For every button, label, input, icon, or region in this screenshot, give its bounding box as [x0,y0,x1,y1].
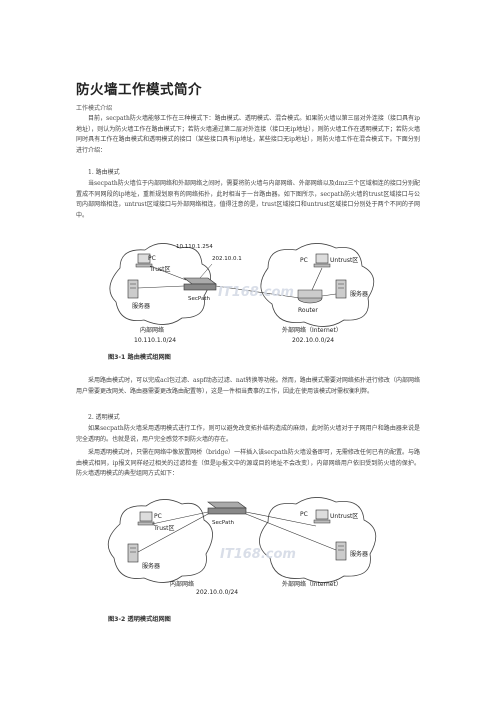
transparent-mode-diagram: PC Trust区 服务器 SecPath PC U [100,488,400,606]
outer-net-label: 外部网络（Internet） [282,326,342,334]
untrust-zone-label: Untrust区 [330,257,358,264]
ip-top-left: 10.110.1.254 [176,244,213,250]
untrust-zone-label-2: Untrust区 [330,513,358,520]
transparent-mode-paragraph: 如果secpath防火墙采用透明模式进行工作，则可以避免改变拓扑结构造成的麻烦，… [76,425,420,443]
server-left-label-2: 服务器 [142,562,160,570]
server-right-label-2: 服务器 [350,550,368,558]
route-mode-paragraph: 当secpath防火墙位于内部网络和外部网络之间时，需要将防火墙与内部网络、外部… [76,180,420,219]
inner-net-label: 内部网络 [140,326,164,334]
untrust-cloud [260,243,375,327]
route-mode-notes: 采用路由模式时，可以完成acl包过滤、aspf动态过滤、nat转换等功能。然而，… [76,377,420,395]
outer-net-label-2: 外部网络（Internet） [282,580,342,588]
route-mode-diagram: PC Trust区 服务器 10.110.1.254 202.10.0.1 Se… [100,238,400,350]
server-left-icon [127,279,139,299]
pc-right-label: PC [300,257,308,264]
outer-ip-label: 202.10.0.0/24 [292,337,334,344]
doc-subtitle: 工作模式介绍 [76,105,113,112]
figure2-caption: 图3-2 透明模式组网图 [108,616,171,623]
server-right-icon [335,279,347,299]
intro-paragraph: 目前，secpath防火墙能够工作在三种模式下：路由模式、透明模式、混合模式。如… [76,115,420,154]
inner-ip-label: 10.110.1.0/24 [134,337,176,344]
switch-icon [207,501,247,515]
section-heading-transparent: 2. 透明模式 [88,414,120,421]
switch-label: SecPath [212,520,234,526]
trust-zone-label-2: Trust区 [153,525,175,532]
router-label: Router [298,307,318,314]
watermark-fig1: IT168.com [218,285,294,300]
figure1-caption: 图3-1 路由模式组网图 [108,354,171,361]
transparent-mode-details: 采用透明模式时，只需在网络中像放置网桥（bridge）一样插入该secpath防… [76,449,420,477]
watermark-fig2: IT168.com [220,547,296,562]
pc-left-label: PC [148,255,156,262]
pc-right-icon [313,253,331,268]
server-right-label: 服务器 [350,290,368,298]
pc-left-icon [135,253,153,268]
pc-right-icon-2 [313,509,331,524]
section-heading-route: 1. 路由模式 [88,169,120,176]
server-right-icon-2 [335,541,347,561]
trust-cloud [109,243,211,325]
inner-net-label-2: 内部网络 [170,580,194,588]
server-left-label: 服务器 [132,302,150,310]
router-icon [297,289,323,304]
untrust-cloud-2 [259,497,377,583]
ip-top-right: 202.10.0.1 [212,256,242,262]
trust-cloud-2 [107,499,213,583]
doc-title: 防火墙工作模式简介 [76,82,202,98]
server-left-icon-2 [127,543,139,563]
firewall-label: SecPath [188,296,210,302]
pc-right-label-2: PC [300,511,308,518]
pc-left-icon-2 [137,511,155,526]
inner-ip-label-2: 202.10.0.0/24 [196,589,238,596]
firewall-icon [183,277,217,291]
pc-left-label-2: PC [154,513,162,520]
